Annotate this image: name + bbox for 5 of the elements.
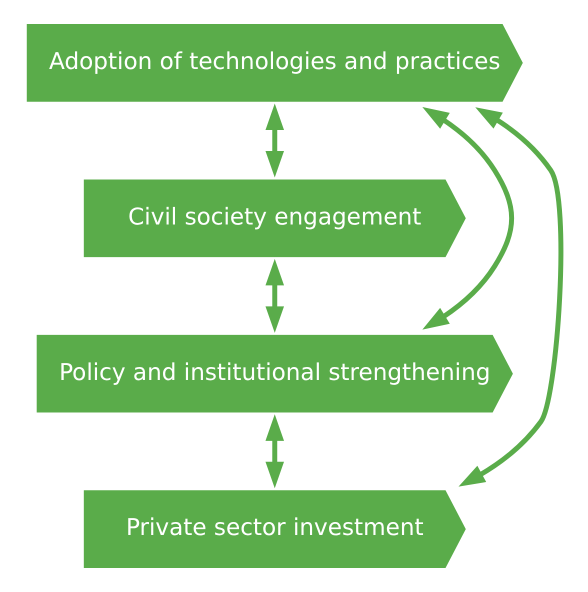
arrow — [422, 106, 514, 330]
arrow — [264, 258, 284, 333]
arrow — [264, 104, 284, 178]
arrow — [458, 107, 563, 487]
arrow — [264, 414, 284, 488]
